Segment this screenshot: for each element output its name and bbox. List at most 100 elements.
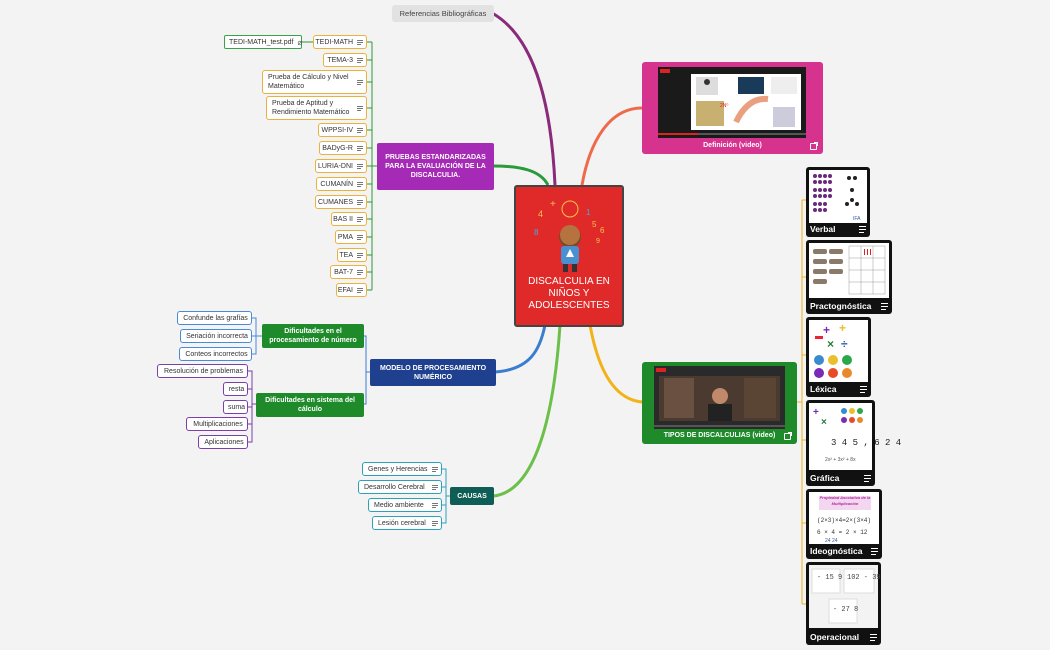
difficulty-item[interactable]: suma xyxy=(223,400,248,414)
cause-item[interactable]: Medio ambiente xyxy=(368,498,442,512)
central-title: DISCALCULIA EN NIÑOS Y ADOLESCENTES xyxy=(528,276,610,311)
difficulty-item[interactable]: Multiplicaciones xyxy=(186,417,248,431)
test-item[interactable]: BADyG-R xyxy=(319,141,367,155)
video-label: TIPOS DE DISCALCULIAS (video) xyxy=(663,432,776,439)
test-item[interactable]: WPPSI-IV xyxy=(318,123,367,137)
test-label: CUMANES xyxy=(317,198,353,206)
test-item[interactable]: CUMANÍN xyxy=(316,177,367,191)
difficulty-item[interactable]: Seriación incorrecta xyxy=(180,329,252,343)
notes-icon xyxy=(357,269,363,275)
svg-text:4: 4 xyxy=(538,209,543,219)
attachment-link[interactable]: TEDI-MATH_test.pdf ⌀ xyxy=(224,35,302,49)
notes-icon xyxy=(432,520,438,526)
references-topic[interactable]: Referencias Bibliográficas xyxy=(392,5,494,22)
difficulty-item[interactable]: Confunde las grafías xyxy=(177,311,252,325)
video-thumbnail[interactable]: 2N⁰ xyxy=(658,67,806,138)
op-b: 102 - 39 xyxy=(847,574,881,582)
tipo-card-ideognostica[interactable]: Propiedad Asociativa de la Multiplicació… xyxy=(806,489,882,559)
causas-title: CAUSAS xyxy=(457,492,487,500)
notes-icon xyxy=(870,633,877,641)
svg-text:+: + xyxy=(823,323,830,337)
svg-text:2N⁰: 2N⁰ xyxy=(720,103,728,109)
modelo-topic[interactable]: MODELO DE PROCESAMIENTO NUMÉRICO xyxy=(370,359,496,386)
notes-icon xyxy=(357,163,363,169)
external-link-icon[interactable] xyxy=(784,432,792,440)
test-item[interactable]: PMA xyxy=(335,230,367,244)
difficulty-label: resta xyxy=(228,385,245,393)
test-item[interactable]: TEMA-3 xyxy=(323,53,367,67)
modelo-title: MODELO DE PROCESAMIENTO NUMÉRICO xyxy=(379,364,487,381)
cause-item[interactable]: Lesión cerebral xyxy=(372,516,442,530)
tipo-label-row: Verbal xyxy=(810,224,866,234)
objects-table-illustration xyxy=(813,245,886,295)
tipo-label: Ideognóstica xyxy=(810,546,863,556)
test-item[interactable]: EFAI xyxy=(336,283,367,297)
svg-text:9: 9 xyxy=(596,238,600,245)
video-label: Definición (video) xyxy=(703,142,762,149)
video-frame-speaker xyxy=(654,366,785,429)
difficulty-item[interactable]: Aplicaciones xyxy=(198,435,248,449)
svg-text:IFA: IFA xyxy=(853,216,861,222)
tipos-video-card[interactable]: TIPOS DE DISCALCULIAS (video) xyxy=(642,362,797,444)
difficulty-label: Multiplicaciones xyxy=(193,420,243,428)
difficulty-item[interactable]: resta xyxy=(223,382,248,396)
test-item[interactable]: Prueba de Aptitud y Rendimiento Matemáti… xyxy=(266,96,367,120)
test-item[interactable]: CUMANES xyxy=(315,195,367,209)
causas-topic[interactable]: CAUSAS xyxy=(450,487,494,505)
cause-item[interactable]: Desarrollo Cerebral xyxy=(358,480,442,494)
test-item[interactable]: BAT-7 xyxy=(330,265,367,279)
tipo-card-practognostica[interactable]: Practognóstica xyxy=(806,240,892,314)
difficulty-label: Confunde las grafías xyxy=(183,314,248,322)
svg-text:+: + xyxy=(550,199,556,210)
central-topic[interactable]: 4 + 1 5 6 8 9 DISCALCULIA EN NIÑOS Y ADO… xyxy=(514,185,624,327)
grafica-number: 3 4 5 , 6 2 4 xyxy=(831,438,901,448)
pruebas-topic[interactable]: PRUEBAS ESTANDARIZADAS PARA LA EVALUACIÓ… xyxy=(377,143,494,190)
test-item[interactable]: TEDI-MATH xyxy=(313,35,367,49)
thumbnail-image xyxy=(809,243,889,298)
test-item[interactable]: LURIA-DNI xyxy=(315,159,367,173)
test-item[interactable]: BAS II xyxy=(331,212,367,226)
difficulty-item[interactable]: Conteos incorrectos xyxy=(179,347,252,361)
op-c: - 27 8 xyxy=(833,606,858,614)
test-label: WPPSI-IV xyxy=(321,126,353,134)
test-item[interactable]: TEA xyxy=(337,248,367,262)
multiplication-property-illustration: Propiedad Asociativa de la Multiplicació… xyxy=(817,495,871,544)
test-label: LURIA-DNI xyxy=(317,162,353,170)
svg-text:×: × xyxy=(827,337,834,351)
tipo-label-row: Operacional xyxy=(810,632,877,642)
tipo-label-row: Ideognóstica xyxy=(810,546,878,556)
thumbnail-image: Propiedad Asociativa de la Multiplicació… xyxy=(809,492,879,544)
tipo-label-row: Practognóstica xyxy=(810,301,888,311)
difficulty-label: Seriación incorrecta xyxy=(186,332,248,340)
difficulty-item[interactable]: Resolución de problemas xyxy=(157,364,248,378)
definicion-video-card[interactable]: 2N⁰ Definición (video) xyxy=(642,62,823,154)
tipo-card-lexica[interactable]: + + × ÷ Léxica xyxy=(806,317,871,397)
notes-icon xyxy=(860,385,867,393)
subtopic-procesamiento[interactable]: Dificultades en el procesamiento de núme… xyxy=(262,324,364,348)
tipo-card-operacional[interactable]: - 15 9 102 - 39 - 27 8 Operacional xyxy=(806,562,881,645)
thumbnail-image: IFA xyxy=(809,170,867,223)
cause-item[interactable]: Genes y Herencias xyxy=(362,462,442,476)
video-thumbnail[interactable] xyxy=(654,366,785,429)
tipo-label: Verbal xyxy=(810,224,836,234)
tipo-card-grafica[interactable]: + × 3 4 5 , 6 2 4 2x² + 3x² + 8x Gráfica xyxy=(806,400,901,486)
dots-illustration: IFA xyxy=(813,174,861,222)
test-item[interactable]: Prueba de Cálculo y Nivel Matemático xyxy=(262,70,367,94)
thumbnail-image: + + × ÷ xyxy=(809,320,868,382)
cause-label: Genes y Herencias xyxy=(368,465,428,473)
subtopic-title: Dificultades en sistema del cálculo xyxy=(265,397,355,413)
svg-text:×: × xyxy=(821,417,827,428)
external-link-icon[interactable] xyxy=(810,142,818,150)
subtopic-calculo[interactable]: Dificultades en sistema del cálculo xyxy=(256,393,364,417)
notes-icon xyxy=(357,181,363,187)
svg-text:5: 5 xyxy=(592,220,597,229)
pruebas-title: PRUEBAS ESTANDARIZADAS PARA LA EVALUACIÓ… xyxy=(385,154,486,179)
tipo-card-verbal[interactable]: IFA Verbal xyxy=(806,167,870,237)
notes-icon xyxy=(357,234,363,240)
difficulty-label: Resolución de problemas xyxy=(164,367,243,375)
notes-icon xyxy=(357,287,363,293)
test-label: PMA xyxy=(337,233,353,241)
notes-icon xyxy=(432,484,438,490)
tipo-label: Léxica xyxy=(810,384,837,394)
